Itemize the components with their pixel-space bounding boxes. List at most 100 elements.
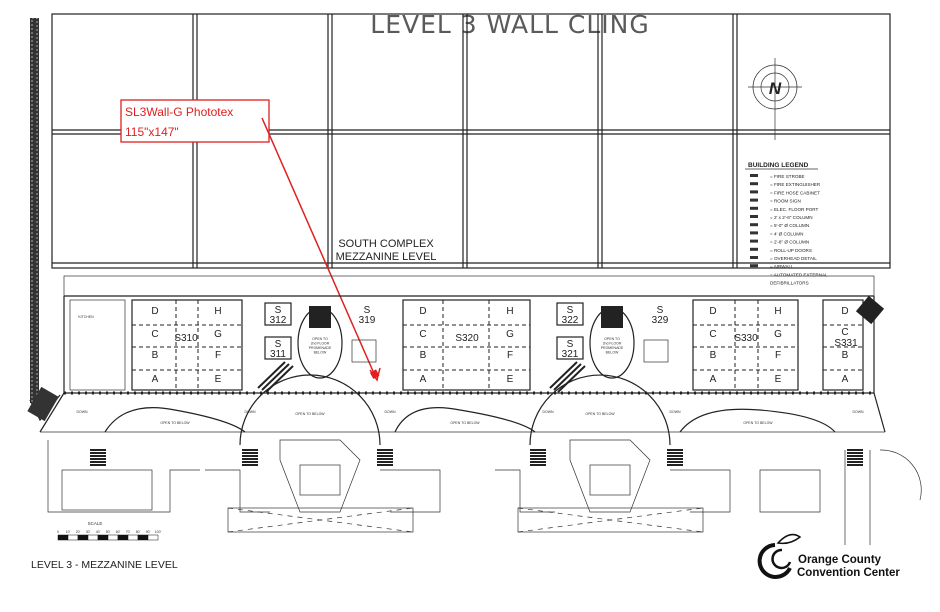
open-to-promenade-note: BELOW xyxy=(314,351,327,355)
scale-segment xyxy=(77,534,89,541)
scale-segment xyxy=(127,534,139,541)
scale-segment xyxy=(137,534,149,541)
scale-tick-label: 10' xyxy=(66,530,71,534)
room-section-label: C xyxy=(841,327,848,338)
legend-item-label: = 2'-8" Ø COLUMN xyxy=(770,240,809,245)
legend-item-label: = ROLL-UP DOORS xyxy=(770,248,812,253)
room-name-label: S320 xyxy=(455,333,479,344)
legend-item-label: = 4' Ø COLUMN xyxy=(770,231,803,236)
legend-symbol-icon xyxy=(750,256,758,259)
wall-cling-callout: SL3Wall-G Phototex 115"x147" xyxy=(120,99,381,382)
room-section-label: D xyxy=(151,306,158,317)
room-section-label: D xyxy=(709,306,716,317)
legend-item-label: = FIRE HOSE CABINET xyxy=(770,190,820,195)
legend-symbol-icon xyxy=(750,264,758,268)
area-label-line-1: SOUTH COMPLEX xyxy=(338,238,434,250)
legend-symbol-icon xyxy=(750,174,758,177)
scale-tick-label: 30' xyxy=(86,530,91,534)
room-name-label: S330 xyxy=(734,333,758,344)
legend-item-label: = ELEC. FLOOR PORT xyxy=(770,207,818,212)
legend-item-label: = AUTOMATED EXTERNAL xyxy=(770,272,828,277)
down-stair-note: DOWN xyxy=(384,410,396,414)
room-section-label: G xyxy=(214,329,222,340)
scale-tick-label: 70' xyxy=(126,530,131,534)
legend-symbol-icon xyxy=(750,231,758,235)
legend-symbol-icon xyxy=(750,247,758,251)
scale-segment xyxy=(97,534,109,541)
scale-segment xyxy=(87,534,99,541)
room-section-label: A xyxy=(710,374,717,385)
legend-item-label: = AIRWALL xyxy=(770,264,794,269)
legend-symbol-icon xyxy=(750,206,758,210)
scale-tick-label: 100' xyxy=(155,530,162,534)
scale-tick-label: 50' xyxy=(106,530,111,534)
room-section-label: F xyxy=(775,350,781,361)
down-stair-note: DOWN xyxy=(669,410,681,414)
down-stair-note: DOWN xyxy=(76,410,88,414)
open-to-promenade-note: PROMENADE xyxy=(309,346,332,350)
room-section-label: A xyxy=(842,374,849,385)
scale-segment xyxy=(57,534,69,541)
callout-line-1: SL3Wall-G Phototex xyxy=(125,105,233,119)
area-label: SOUTH COMPLEX MEZZANINE LEVEL xyxy=(336,238,437,263)
meeting-room-block xyxy=(402,299,531,391)
legend-symbol-icon xyxy=(750,182,758,186)
scale-tick-label: 80' xyxy=(136,530,141,534)
room-section-label: C xyxy=(419,329,426,340)
scale-tick-label: 20' xyxy=(76,530,81,534)
room-name-label: S xyxy=(567,339,574,350)
open-to-promenade-note: PROMENADE xyxy=(601,346,624,350)
down-stair-note: DOWN xyxy=(852,410,864,414)
down-stair-note: DOWN xyxy=(542,410,554,414)
callout-line-2: 115"x147" xyxy=(125,125,179,139)
legend-item-label: = FIRE EXTINGUISHER xyxy=(770,182,821,187)
room-section-label: C xyxy=(709,329,716,340)
room-section-label: D xyxy=(841,306,848,317)
room-name-label: 311 xyxy=(270,349,286,360)
room-section-label: F xyxy=(215,350,221,361)
scale-segment xyxy=(67,534,79,541)
legend-item-label: = 5'-0" Ø COLUMN xyxy=(770,223,809,228)
room-section-label: C xyxy=(151,329,158,340)
compass-north-letter: N xyxy=(769,79,782,98)
room-name-label: S xyxy=(364,305,371,316)
open-to-below-note: OPEN TO BELOW xyxy=(450,421,480,425)
small-room xyxy=(264,302,292,326)
north-compass-icon: N xyxy=(748,58,802,140)
room-name-label: 322 xyxy=(562,315,579,326)
scale-segment xyxy=(107,534,119,541)
room-section-label: E xyxy=(775,374,782,385)
legend-symbol-icon xyxy=(750,190,758,194)
open-to-promenade-note: BELOW xyxy=(606,351,619,355)
room-section-label: H xyxy=(506,306,513,317)
scale-segment xyxy=(117,534,129,541)
wall-cling-location-marker xyxy=(369,369,380,379)
occc-logo: Orange County Convention Center xyxy=(757,533,900,579)
room-name-label: S xyxy=(275,305,282,316)
room-section-label: B xyxy=(710,350,717,361)
legend-item-label: = 2' x 2'-6" COLUMN xyxy=(770,215,813,220)
scale-label: SCALE xyxy=(88,521,103,526)
legend-item-label: DEFIBRILLATORS xyxy=(770,281,809,286)
logo-line-2: Convention Center xyxy=(797,567,900,579)
room-section-label: B xyxy=(420,350,427,361)
open-to-promenade-note: 2nd FLOOR xyxy=(311,342,330,346)
open-to-below-note: OPEN TO BELOW xyxy=(743,421,773,425)
legend-item-label: = FIRE STROBE xyxy=(770,174,805,179)
room-name-label: 319 xyxy=(359,315,376,326)
small-room xyxy=(264,336,292,360)
room-section-label: G xyxy=(774,329,782,340)
legend-item-label: = ROOM SIGN xyxy=(770,199,801,204)
room-name-label: S xyxy=(275,339,282,350)
room-section-label: E xyxy=(215,374,222,385)
legend-title: BUILDING LEGEND xyxy=(748,162,809,169)
small-room xyxy=(556,302,584,326)
open-to-promenade-note: 2nd FLOOR xyxy=(603,342,622,346)
legend-symbol-icon xyxy=(750,239,758,243)
legend-symbol-icon xyxy=(750,198,758,202)
room-name-label: S xyxy=(657,305,664,316)
room-name-label: S310 xyxy=(174,333,198,344)
small-room xyxy=(556,336,584,360)
